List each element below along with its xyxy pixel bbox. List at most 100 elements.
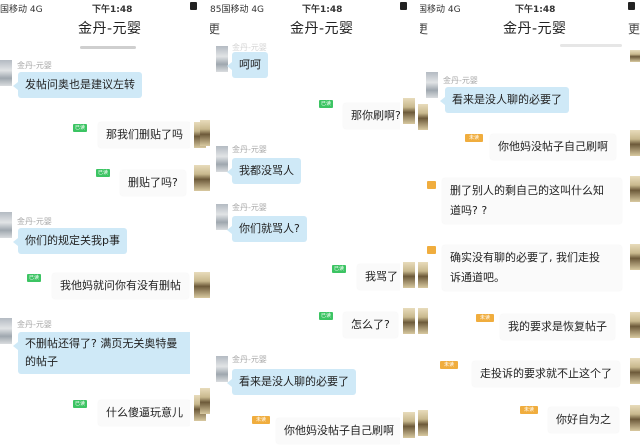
battery-indicator (628, 2, 637, 12)
status-bar: 国移动 4G 下午1:48 (0, 0, 200, 16)
battery-icon (628, 2, 635, 10)
my-avatar[interactable] (630, 244, 640, 270)
contact-avatar[interactable] (0, 60, 12, 86)
sender-name: 金丹-元婴 (443, 76, 478, 85)
status-time: 下午1:48 (515, 5, 556, 15)
sender-name: 金丹-元婴 (232, 145, 267, 154)
my-avatar[interactable] (403, 262, 415, 288)
carrier-label: 85国移动 4G (210, 5, 265, 15)
battery-icon (400, 2, 407, 10)
outgoing-message: 我骂了 (357, 264, 406, 290)
back-edge-glyph: 更 (210, 22, 221, 36)
back-edge-glyph: 更 (420, 22, 429, 36)
outgoing-message: 删贴了吗? (120, 170, 186, 196)
outgoing-message: 你他妈没帖子自己刷啊 (490, 134, 616, 160)
status-bar: 国移动 4G 下午1:48 (420, 0, 632, 16)
panel-3-edge: 更 (628, 0, 640, 445)
chat-screenshot-3: 国移动 4G 下午1:48 更 金丹-元婴 金丹-元婴 看来是没人聊的必要了 未… (420, 0, 632, 445)
incoming-message: 你们的规定关我p事 (13, 228, 127, 254)
chat-title: 金丹-元婴 (503, 21, 567, 37)
unread-badge: 未读 (465, 134, 483, 142)
unread-badge: 未读 (252, 416, 270, 424)
my-avatar[interactable] (418, 104, 428, 130)
outgoing-message: 那你刷啊? (343, 103, 409, 129)
message-line: 确实没有聊的必要了, 我们走投 (450, 251, 600, 264)
panel-3-left-edge (418, 90, 428, 445)
incoming-message: 我都没骂人 (227, 158, 301, 184)
contact-avatar[interactable] (216, 146, 228, 172)
outgoing-message: 你好自为之 (548, 407, 619, 433)
outgoing-message: 走投诉的要求就不止这个了 (472, 361, 620, 387)
contact-avatar[interactable] (216, 356, 228, 382)
outgoing-message: 你他妈没帖子自己刷啊 (276, 418, 402, 444)
outgoing-message: 什么傻逼玩意儿 (98, 400, 191, 426)
outgoing-message: 我他妈就问你有没有删帖 (52, 273, 189, 299)
my-avatar[interactable] (200, 120, 210, 146)
chat-screenshot-2: 85国移动 4G 下午1:48 更 金丹-元婴 金丹-元婴 呵呵 已读 那你刷啊… (210, 0, 410, 445)
status-time: 下午1:48 (302, 5, 343, 15)
contact-avatar[interactable] (0, 318, 12, 344)
my-avatar[interactable] (630, 358, 640, 384)
my-avatar[interactable] (200, 388, 210, 414)
panel-2-left-edge (200, 110, 210, 445)
my-avatar[interactable] (630, 176, 640, 202)
incoming-message: 看来是没人聊的必要了 (440, 87, 569, 113)
read-badge: 已读 (73, 124, 88, 132)
incoming-message: 你们就骂人? (227, 216, 307, 242)
incoming-message: 看来是没人聊的必要了 (227, 369, 356, 395)
status-bar-edge (400, 0, 420, 16)
message-line: 诉通道吧。 (450, 271, 505, 284)
outgoing-message: 确实没有聊的必要了, 我们走投 诉通道吧。 (442, 245, 622, 291)
my-avatar[interactable] (418, 262, 428, 288)
sender-name: 金丹-元婴 (17, 320, 52, 329)
read-badge: 已读 (332, 265, 347, 273)
chat-screenshot-1: 国移动 4G 下午1:48 金丹-元婴 金丹-元婴 发帖问奥也是建议左转 已读 … (0, 0, 200, 445)
message-line: 的帖子 (25, 355, 58, 368)
unread-badge: 未读 (476, 314, 494, 322)
status-bar: 85国移动 4G 下午1:48 (210, 0, 410, 16)
sender-name: 金丹-元婴 (232, 43, 267, 52)
my-avatar[interactable] (630, 312, 640, 338)
battery-icon (190, 2, 197, 10)
outgoing-message: 删了别人的剩自己的这叫什么知 道吗? ? (442, 178, 622, 224)
contact-avatar[interactable] (216, 46, 228, 72)
my-avatar[interactable] (200, 165, 210, 191)
my-avatar[interactable] (630, 405, 640, 431)
status-bar-edge (190, 0, 210, 16)
title-underline (80, 46, 136, 49)
my-avatar[interactable] (630, 130, 640, 156)
my-avatar[interactable] (403, 98, 415, 124)
sender-name: 金丹-元婴 (232, 355, 267, 364)
chat-title: 金丹-元婴 (290, 21, 354, 37)
incoming-message: 不删帖还得了? 满页无关奥特曼 的帖子 (13, 332, 196, 374)
unread-badge: 未读 (440, 361, 458, 369)
contact-avatar[interactable] (0, 212, 12, 238)
my-avatar[interactable] (200, 272, 210, 298)
read-badge: 已读 (27, 274, 42, 282)
outgoing-message: 我的要求是恢复帖子 (500, 314, 615, 340)
chat-title: 金丹-元婴 (78, 21, 142, 37)
back-edge-glyph: 更 (628, 22, 640, 36)
read-badge: 已读 (319, 312, 334, 320)
previous-bubble-edge (560, 44, 622, 47)
contact-avatar[interactable] (426, 72, 438, 98)
unread-badge: 未读 (427, 181, 436, 189)
sender-name: 金丹-元婴 (17, 61, 52, 70)
sender-name: 金丹-元婴 (232, 203, 267, 212)
contact-avatar[interactable] (216, 204, 228, 230)
incoming-message: 呵呵 (227, 52, 268, 78)
panel-2-edge (400, 0, 420, 445)
battery-indicator (190, 2, 199, 12)
my-avatar[interactable] (403, 412, 415, 438)
outgoing-message: 那我们删贴了吗 (98, 122, 191, 148)
read-badge: 已读 (319, 100, 334, 108)
status-time: 下午1:48 (92, 5, 133, 15)
my-avatar[interactable] (418, 308, 428, 334)
my-avatar[interactable] (403, 308, 415, 334)
my-avatar[interactable] (418, 410, 428, 436)
message-line: 不删帖还得了? 满页无关奥特曼 (25, 337, 178, 350)
battery-indicator (400, 2, 409, 12)
read-badge: 已读 (96, 169, 111, 177)
message-line: 道吗? ? (450, 204, 488, 217)
my-avatar[interactable] (630, 50, 640, 62)
